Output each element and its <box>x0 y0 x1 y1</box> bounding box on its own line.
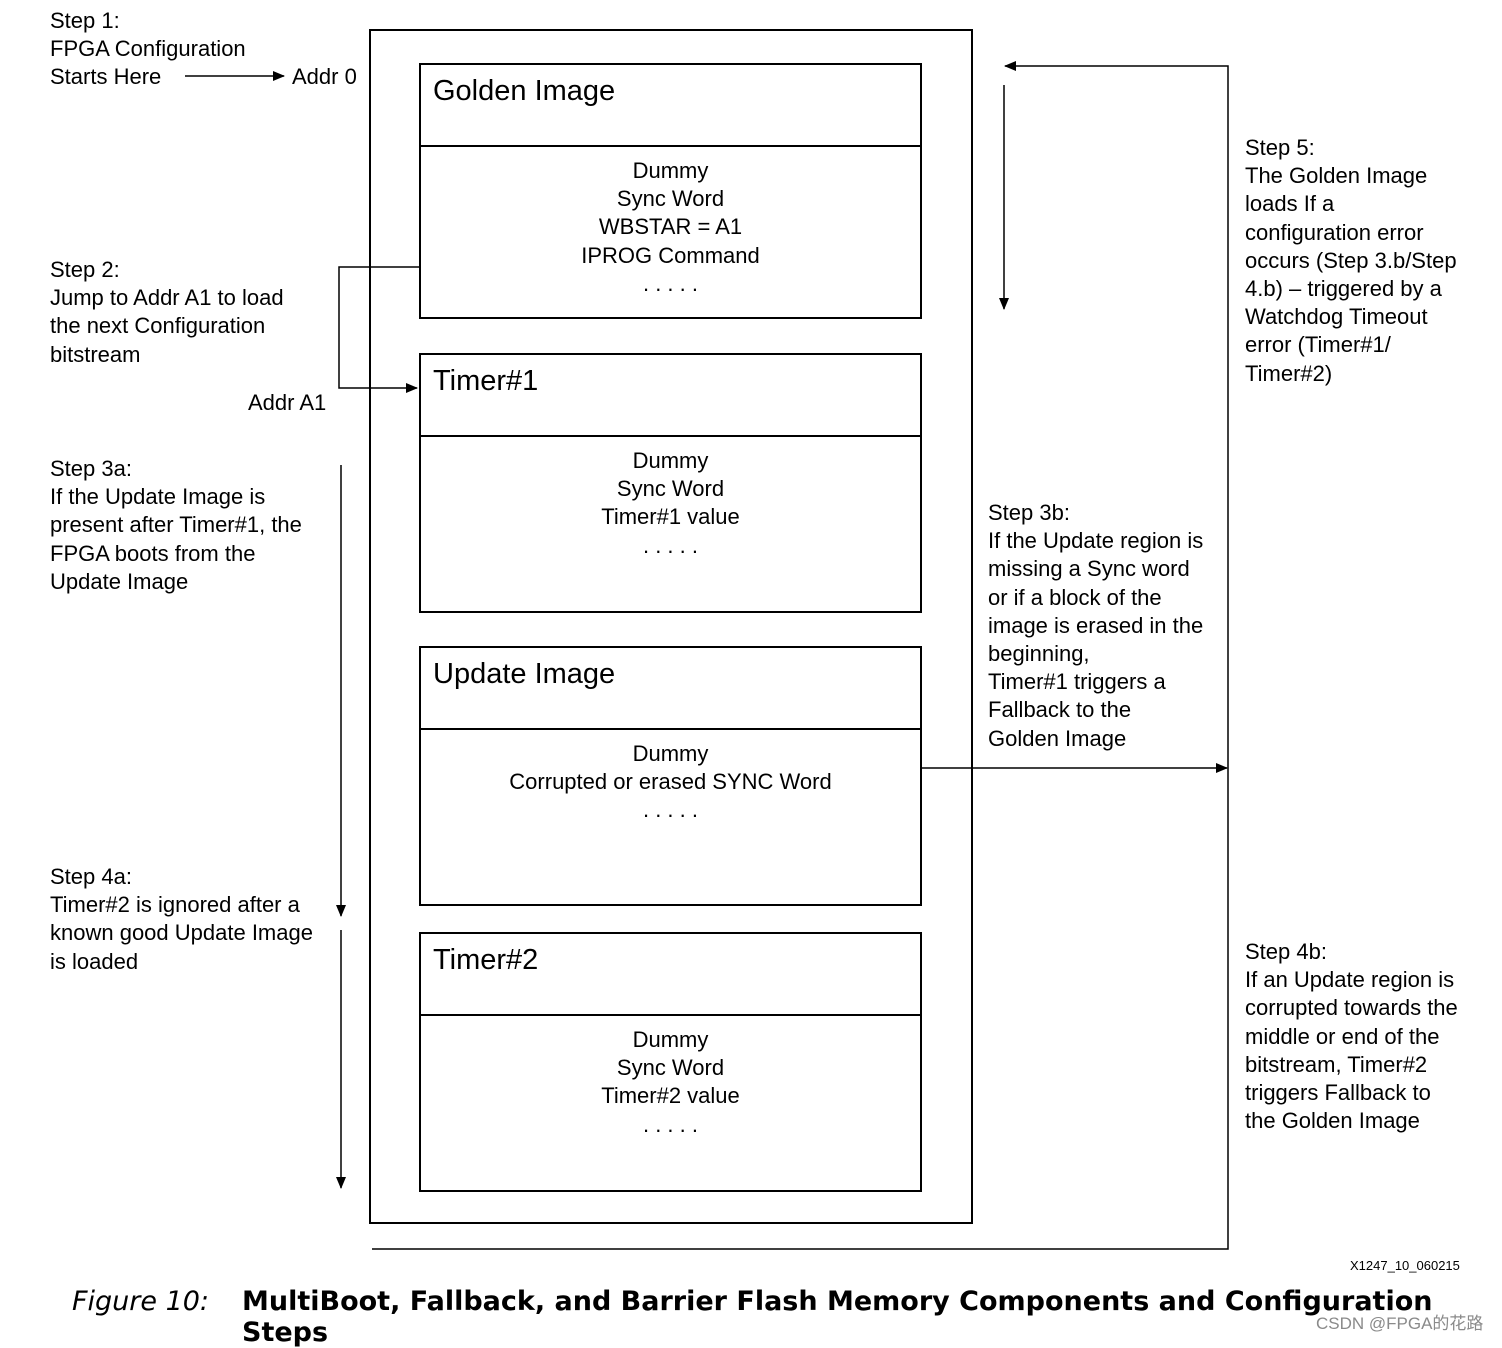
document-id: X1247_10_060215 <box>1350 1258 1460 1273</box>
golden-line-1: Dummy <box>632 158 709 183</box>
step1-note: Step 1: FPGA Configuration Starts Here <box>50 8 246 90</box>
golden-line-5: . . . . . <box>642 270 698 296</box>
step4a-note: Step 4a: Timer#2 is ignored after a know… <box>50 864 313 974</box>
golden-line-2: Sync Word <box>616 186 725 212</box>
step5-note: Step 5: The Golden Image loads If a conf… <box>1245 135 1457 386</box>
timer1-line-4: . . . . . <box>642 532 698 558</box>
timer2-region: Timer#2 Dummy Sync Word Timer#2 value . … <box>419 932 922 1192</box>
update-image-contents: Dummy Corrupted or erased SYNC Word . . … <box>421 730 920 825</box>
update-line-2: Corrupted or erased SYNC Word <box>509 769 832 795</box>
timer1-line-1: Dummy <box>632 448 709 473</box>
golden-image-contents: Dummy Sync Word WBSTAR = A1 IPROG Comman… <box>421 147 920 298</box>
step4b-note: Step 4b: If an Update region is corrupte… <box>1245 939 1458 1134</box>
update-line-1: Dummy <box>632 741 709 766</box>
watermark: CSDN @FPGA的花路 <box>1316 1314 1484 1333</box>
addr-a1-label: Addr A1 <box>248 390 327 415</box>
golden-line-3: WBSTAR = A1 <box>598 214 743 240</box>
step3b-note: Step 3b: If the Update region is missing… <box>988 500 1204 751</box>
jump-to-a1-arrow <box>338 266 419 393</box>
golden-image-region: Golden Image Dummy Sync Word WBSTAR = A1… <box>419 63 922 319</box>
figure-title: MultiBoot, Fallback, and Barrier Flash M… <box>242 1286 1433 1348</box>
timer2-line-1: Dummy <box>632 1027 709 1052</box>
timer1-title: Timer#1 <box>421 355 920 437</box>
addr0-label: Addr 0 <box>292 64 357 89</box>
step3a-note: Step 3a: If the Update Image is present … <box>50 456 302 594</box>
timer2-line-3: Timer#2 value <box>601 1083 740 1109</box>
timer1-contents: Dummy Sync Word Timer#1 value . . . . . <box>421 437 920 560</box>
update-image-title: Update Image <box>421 648 920 730</box>
timer2-title: Timer#2 <box>421 934 920 1016</box>
timer2-line-2: Sync Word <box>616 1055 725 1081</box>
update-image-region: Update Image Dummy Corrupted or erased S… <box>419 646 922 906</box>
flash-memory-box <box>369 29 973 1224</box>
golden-image-title: Golden Image <box>421 65 920 147</box>
timer2-contents: Dummy Sync Word Timer#2 value . . . . . <box>421 1016 920 1139</box>
fallback-loop-line <box>372 61 1229 1250</box>
timer1-line-2: Sync Word <box>616 476 725 502</box>
timer1-line-3: Timer#1 value <box>601 504 740 530</box>
timer1-region: Timer#1 Dummy Sync Word Timer#1 value . … <box>419 353 922 613</box>
timer2-line-4: . . . . . <box>642 1111 698 1137</box>
figure-label: Figure 10: <box>72 1286 210 1317</box>
update-line-3: . . . . . <box>642 797 698 823</box>
golden-line-4: IPROG Command <box>581 242 760 268</box>
step2-note: Step 2: Jump to Addr A1 to load the next… <box>50 257 284 367</box>
